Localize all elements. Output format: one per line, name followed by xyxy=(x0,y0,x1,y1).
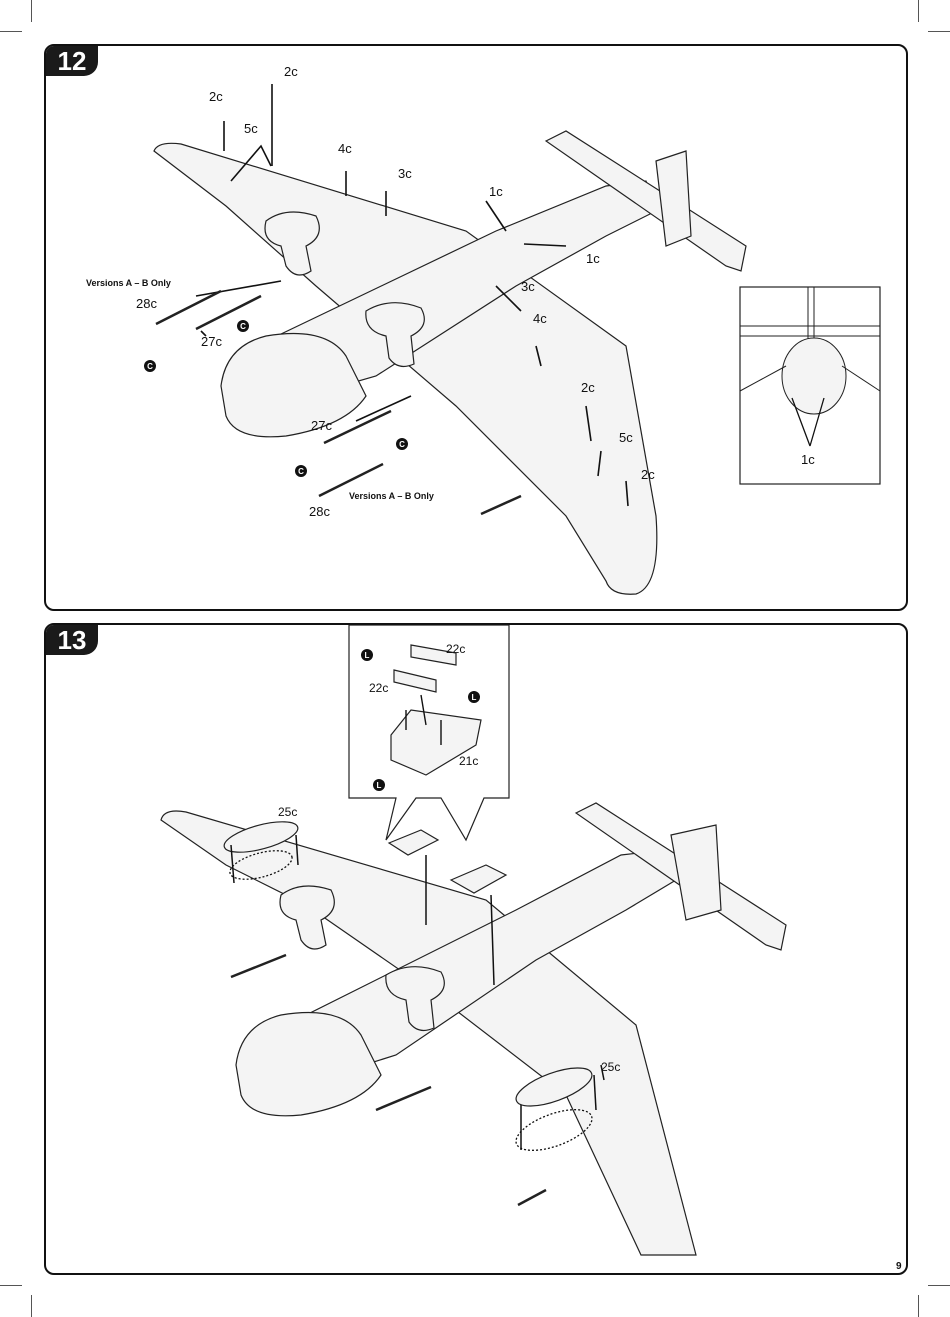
part-label: 5c xyxy=(619,430,633,445)
part-label: 4c xyxy=(533,311,547,326)
step-number-badge: 12 xyxy=(46,46,98,76)
part-label: 21c xyxy=(459,754,478,768)
engine-right xyxy=(365,302,425,368)
part-label: 28c xyxy=(136,296,157,311)
part-label: 1c xyxy=(586,251,600,266)
cockpit-nose xyxy=(220,332,367,438)
part-label: 27c xyxy=(201,334,222,349)
part-label: 3c xyxy=(398,166,412,181)
marker-l: L xyxy=(365,651,370,660)
engine-left xyxy=(279,885,335,950)
marker-c: C xyxy=(298,467,304,476)
part-label: 1c xyxy=(489,184,503,199)
part-label: 4c xyxy=(338,141,352,156)
main-wing xyxy=(153,142,658,595)
part-25c xyxy=(223,821,299,853)
crop-mark xyxy=(0,1285,22,1286)
part-label: 25c xyxy=(278,805,297,819)
marker-l: L xyxy=(472,693,477,702)
version-note: Versions A – B Only xyxy=(349,491,434,501)
part-22c xyxy=(393,669,437,693)
part-label: 3c xyxy=(521,279,535,294)
part-label: 2c xyxy=(209,89,223,104)
part-21c xyxy=(390,709,482,776)
marker-c: C xyxy=(147,362,153,371)
tail-plane xyxy=(544,130,747,272)
crop-mark xyxy=(31,0,32,22)
cockpit-nose xyxy=(235,1011,382,1117)
marker-l: L xyxy=(377,781,382,790)
page-number: 9 xyxy=(896,1261,902,1272)
part-label: 22c xyxy=(369,681,388,695)
part-label: 2c xyxy=(641,467,655,482)
part-22c xyxy=(410,644,457,666)
part-label: 28c xyxy=(309,504,330,519)
part-label: 22c xyxy=(446,642,465,656)
engine-left xyxy=(264,211,320,276)
crop-mark xyxy=(918,1295,919,1317)
step-13-panel: 13 L L L xyxy=(44,623,908,1275)
part-25c xyxy=(515,1067,593,1107)
crop-mark xyxy=(31,1295,32,1317)
part-label: 27c xyxy=(311,418,332,433)
part-label: 1c xyxy=(801,452,815,467)
engine-right xyxy=(385,966,445,1032)
crop-mark xyxy=(928,31,950,32)
crop-mark xyxy=(0,31,22,32)
step-13-diagram: L L L xyxy=(160,625,787,1256)
step-12-panel: 12 xyxy=(44,44,908,611)
step-number-badge: 13 xyxy=(46,625,98,655)
marker-c: C xyxy=(399,440,405,449)
part-label: 5c xyxy=(244,121,258,136)
step-12-diagram: C C C C 2c 2c 5c 4c 3c 1c 1c 3c 4c 2c 5c… xyxy=(86,64,881,595)
crop-mark xyxy=(928,1285,950,1286)
tail-fin xyxy=(655,150,692,247)
part-label: 2c xyxy=(581,380,595,395)
marker-c: C xyxy=(240,322,246,331)
tail-fin xyxy=(670,824,722,921)
part-label: 25c xyxy=(601,1060,620,1074)
version-note: Versions A – B Only xyxy=(86,278,171,288)
crop-mark xyxy=(918,0,919,22)
part-label: 2c xyxy=(284,64,298,79)
